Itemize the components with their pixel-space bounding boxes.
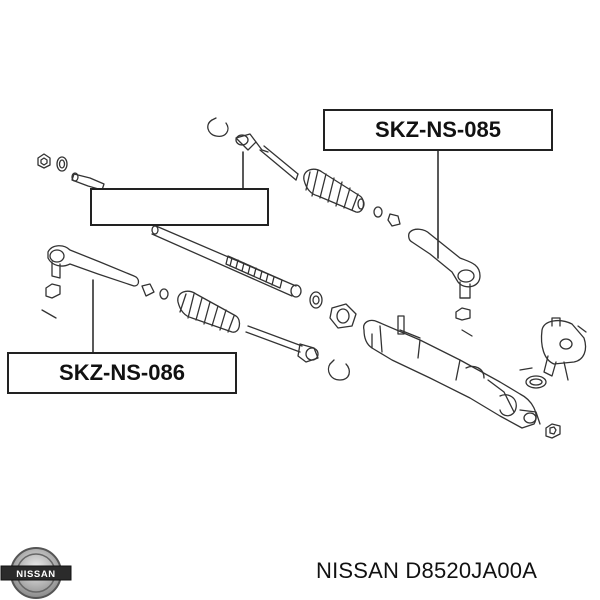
upper-left-small-parts (37, 153, 105, 191)
upper-right-small-parts (373, 206, 401, 227)
callout-label-skz-ns-086: SKZ-NS-086 (7, 352, 237, 394)
outer-tie-rod-end-left (41, 245, 140, 319)
retaining-ring-lower (327, 359, 351, 381)
inner-tie-rod-upper (235, 133, 299, 181)
bottom-nut (545, 423, 561, 439)
boot-upper (303, 168, 365, 213)
inner-tie-rod-lower (245, 325, 319, 363)
nissan-logo-icon: NISSAN (0, 547, 72, 599)
callout-text-skz-ns-086: SKZ-NS-086 (59, 360, 185, 385)
logo-text: NISSAN (16, 569, 56, 580)
pinion-valve-assembly (519, 317, 587, 389)
outer-tie-rod-end-right (408, 228, 481, 337)
rack-bar (151, 225, 302, 298)
boot-lower (177, 290, 241, 333)
callout-label-blank (90, 188, 269, 226)
leader-lines (92, 150, 439, 353)
rack-housing (363, 315, 541, 429)
rack-small-parts (141, 283, 357, 329)
retaining-ring-top (207, 117, 229, 137)
callout-text-skz-ns-085: SKZ-NS-085 (375, 117, 501, 142)
part-number-label: NISSAN D8520JA00A (316, 558, 538, 583)
callout-label-skz-ns-085: SKZ-NS-085 (323, 109, 553, 151)
